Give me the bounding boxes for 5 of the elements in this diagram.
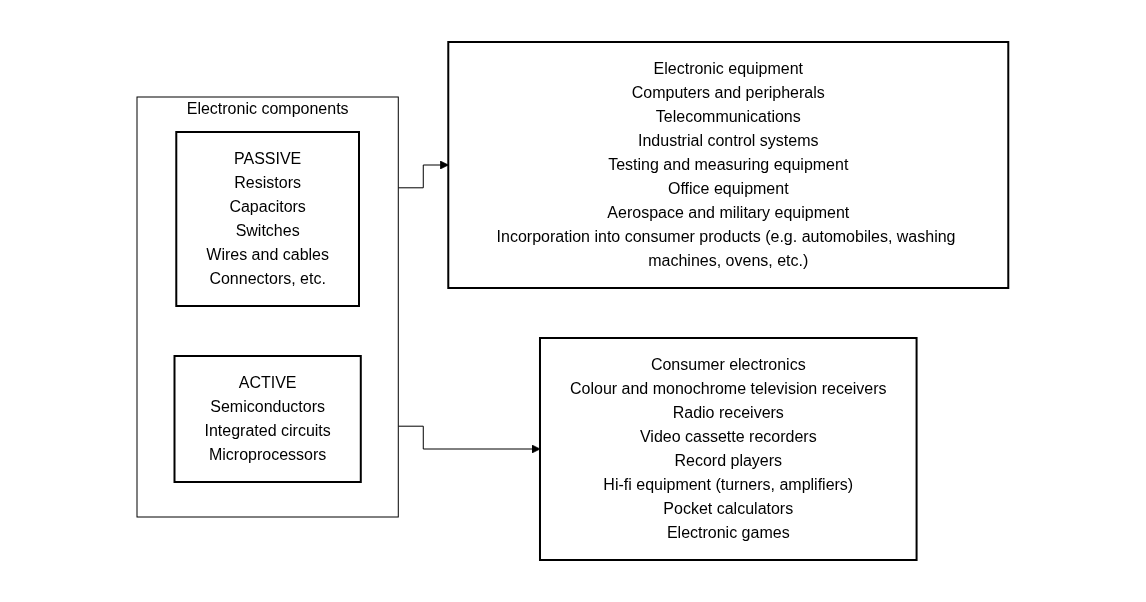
arrow: [398, 425, 541, 454]
node-box: Electronic equipment Computers and peripherals Telecommunications Industrial control systems Testing and measuring equipment Office equipment Aerospace and military equipment Incorporation into consumer products (e.g. automobiles, washing machines, ovens, etc.): [447, 41, 1010, 289]
node-box: Consumer electronics Colour and monochrome television receivers Radio receivers Video cassette recorders Record players Hi-fi equipment (turners, amplifiers) Pocket calculators Electronic games: [539, 337, 918, 561]
node-box: PASSIVE Resistors Capacitors Switches Wires and cables Connectors, etc.: [175, 131, 361, 307]
node-box: ACTIVE Semiconductors Integrated circuits Microprocessors: [173, 355, 363, 483]
